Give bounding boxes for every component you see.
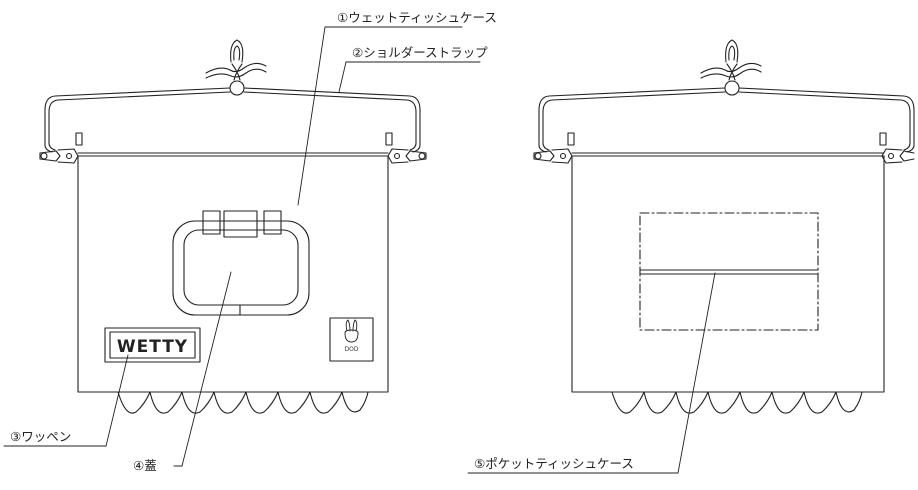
back-leader-lines xyxy=(467,272,716,474)
patch: WETTY xyxy=(104,327,201,363)
callout-patch: ③ワッペン xyxy=(10,429,71,444)
back-left-clip xyxy=(533,148,573,164)
callout-shoulder-strap: ②ショルダーストラップ xyxy=(352,45,488,60)
back-shoulder-strap xyxy=(538,87,915,153)
pocket xyxy=(639,212,819,331)
front-shoulder-strap xyxy=(44,87,421,153)
callout-lid: ④蓋 xyxy=(133,458,157,473)
rabbit-icon xyxy=(344,319,359,343)
brand-badge: DOD xyxy=(329,317,374,362)
front-view: WETTY DOD xyxy=(3,26,481,467)
brand-label: DOD xyxy=(345,346,359,353)
callout-wet-tissue-case: ①ウェットティッシュケース xyxy=(337,10,497,25)
front-left-clip xyxy=(39,148,79,164)
front-leader-lines xyxy=(3,26,481,467)
back-body xyxy=(571,152,885,414)
front-right-clip xyxy=(387,148,427,164)
front-lid xyxy=(172,210,310,316)
back-view xyxy=(467,39,915,474)
patch-label: WETTY xyxy=(117,337,188,357)
back-hook xyxy=(700,39,762,96)
callout-pocket-tissue-case: ⑤ポケットティッシュケース xyxy=(474,456,634,471)
front-hook xyxy=(205,39,267,96)
front-body xyxy=(77,152,389,414)
